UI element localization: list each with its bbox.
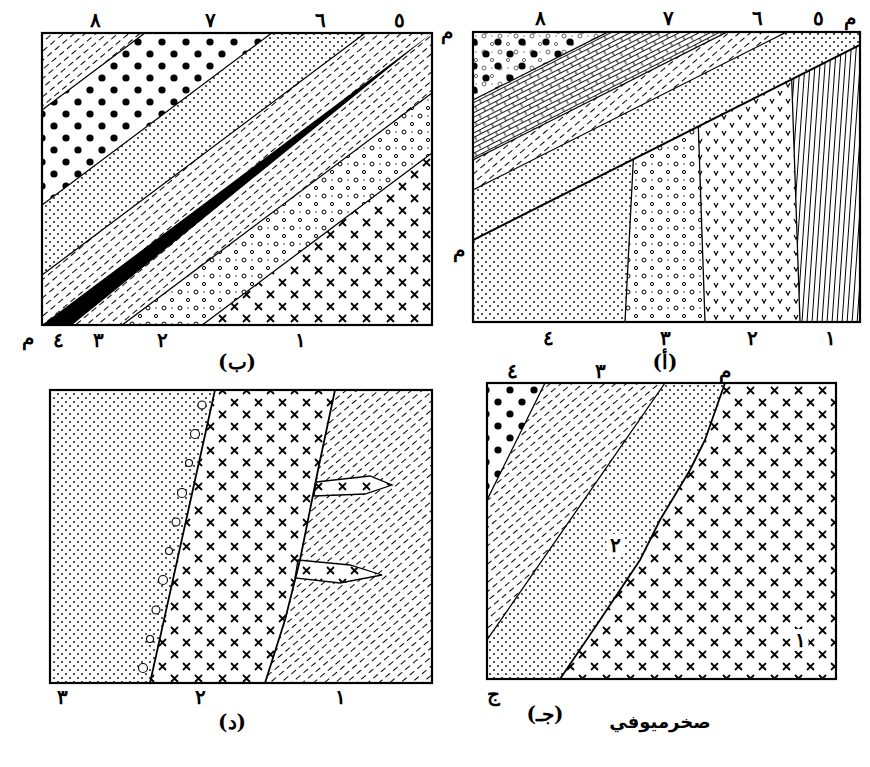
strata-drawing (191, 430, 200, 439)
bed-number: ٢ (747, 327, 758, 349)
strata-drawing (150, 390, 215, 683)
panel-caption: (جـ) (527, 703, 564, 725)
strata-drawing (295, 560, 382, 583)
strata-drawing (265, 390, 335, 683)
bed-number: ج (487, 683, 500, 705)
bed-number: ٢ (157, 329, 168, 351)
bed-number: م (719, 360, 731, 382)
bed-number: ٨ (90, 9, 101, 31)
panel-frame (50, 390, 432, 683)
strata-drawing (473, 32, 860, 190)
bed-number: ١ (295, 329, 306, 351)
bed-number: ٢ (195, 686, 206, 708)
strata-drawing (473, 32, 860, 322)
panel-frame (487, 383, 836, 679)
strata-drawing (265, 390, 432, 683)
panel-caption: (ب) (218, 351, 256, 373)
bed-number: ٥ (394, 9, 405, 31)
strata-drawing (560, 383, 725, 679)
bed-number: ١ (335, 686, 346, 708)
strata-drawing (695, 32, 800, 322)
bed-number: ٣ (93, 329, 104, 351)
bed-number: م (441, 21, 453, 43)
strata-drawing (625, 32, 800, 322)
strata-drawing (186, 460, 193, 467)
bed-number: ٦ (752, 7, 763, 29)
bed-number: ٨ (535, 7, 546, 29)
strata-drawing (198, 401, 206, 409)
panel-b-strata (42, 33, 432, 325)
bed-number: ٣ (660, 327, 671, 349)
bed-number: ٦ (315, 9, 326, 31)
panel-caption: (أ) (653, 351, 678, 373)
bed-number: ١ (825, 327, 836, 349)
bed-number: ١ (792, 629, 809, 651)
bed-number: ٤ (543, 327, 554, 349)
bed-number: ٧ (205, 9, 216, 31)
rock-note: صخرميوفي (609, 712, 710, 732)
strata-drawing (172, 518, 180, 526)
bed-number: ٣ (595, 360, 606, 382)
bed-number: ٧ (663, 7, 674, 29)
strata-drawing (139, 664, 148, 673)
panel-a-strata (473, 32, 860, 322)
strata-drawing (473, 45, 860, 240)
strata-drawing (487, 383, 665, 640)
strata-drawing (625, 32, 705, 322)
strata-drawing (152, 606, 160, 614)
bed-number: ٤ (53, 329, 64, 351)
strata-drawing (560, 383, 836, 679)
strata-drawing (295, 560, 382, 583)
strata-drawing (139, 401, 207, 673)
bed-number: ٢ (607, 534, 624, 556)
strata-drawing (147, 636, 154, 643)
bed-number: ٥ (813, 7, 824, 29)
panel-frame (473, 32, 860, 322)
strata-drawing (42, 33, 432, 325)
bed-number: ٣ (57, 686, 68, 708)
strata-drawing (178, 489, 187, 498)
bed-number: م (22, 327, 34, 349)
strata-drawing (159, 576, 168, 585)
panel-c-strata (487, 383, 836, 679)
panel-frame (42, 33, 432, 325)
strata-drawing (314, 476, 392, 496)
bed-number: م (453, 239, 465, 261)
strata-drawing (166, 548, 173, 555)
strata-drawing (42, 33, 432, 325)
bed-number: ٤ (507, 360, 518, 382)
strata-drawing (314, 476, 392, 496)
bed-number: م (844, 7, 856, 29)
panel-d-strata (50, 390, 432, 683)
panel-caption: (د) (218, 711, 246, 733)
